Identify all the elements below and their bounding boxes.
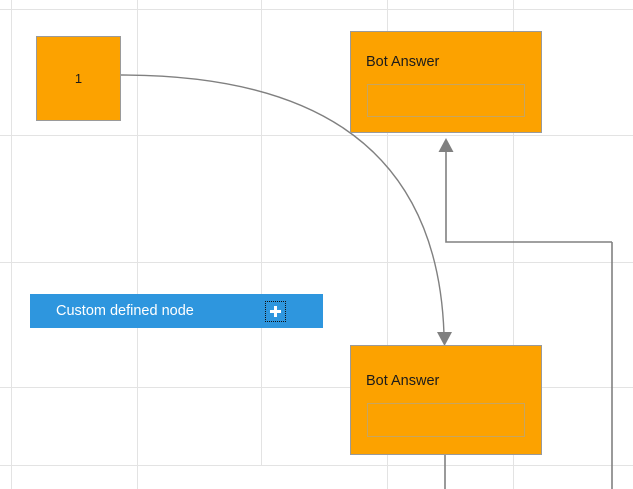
custom-defined-node-bar[interactable]: Custom defined node bbox=[30, 294, 323, 328]
node-start[interactable]: 1 bbox=[36, 36, 121, 121]
node-bot-answer-bottom[interactable]: Bot Answer bbox=[350, 345, 542, 455]
node-message-slot[interactable] bbox=[367, 84, 525, 117]
node-title: Bot Answer bbox=[366, 373, 440, 389]
node-start-label: 1 bbox=[74, 71, 83, 86]
node-title: Bot Answer bbox=[366, 54, 440, 70]
node-bot-answer-top[interactable]: Bot Answer bbox=[350, 31, 542, 133]
custom-defined-node-label: Custom defined node bbox=[56, 302, 194, 319]
plus-icon[interactable] bbox=[265, 300, 286, 322]
node-message-slot[interactable] bbox=[367, 403, 525, 437]
